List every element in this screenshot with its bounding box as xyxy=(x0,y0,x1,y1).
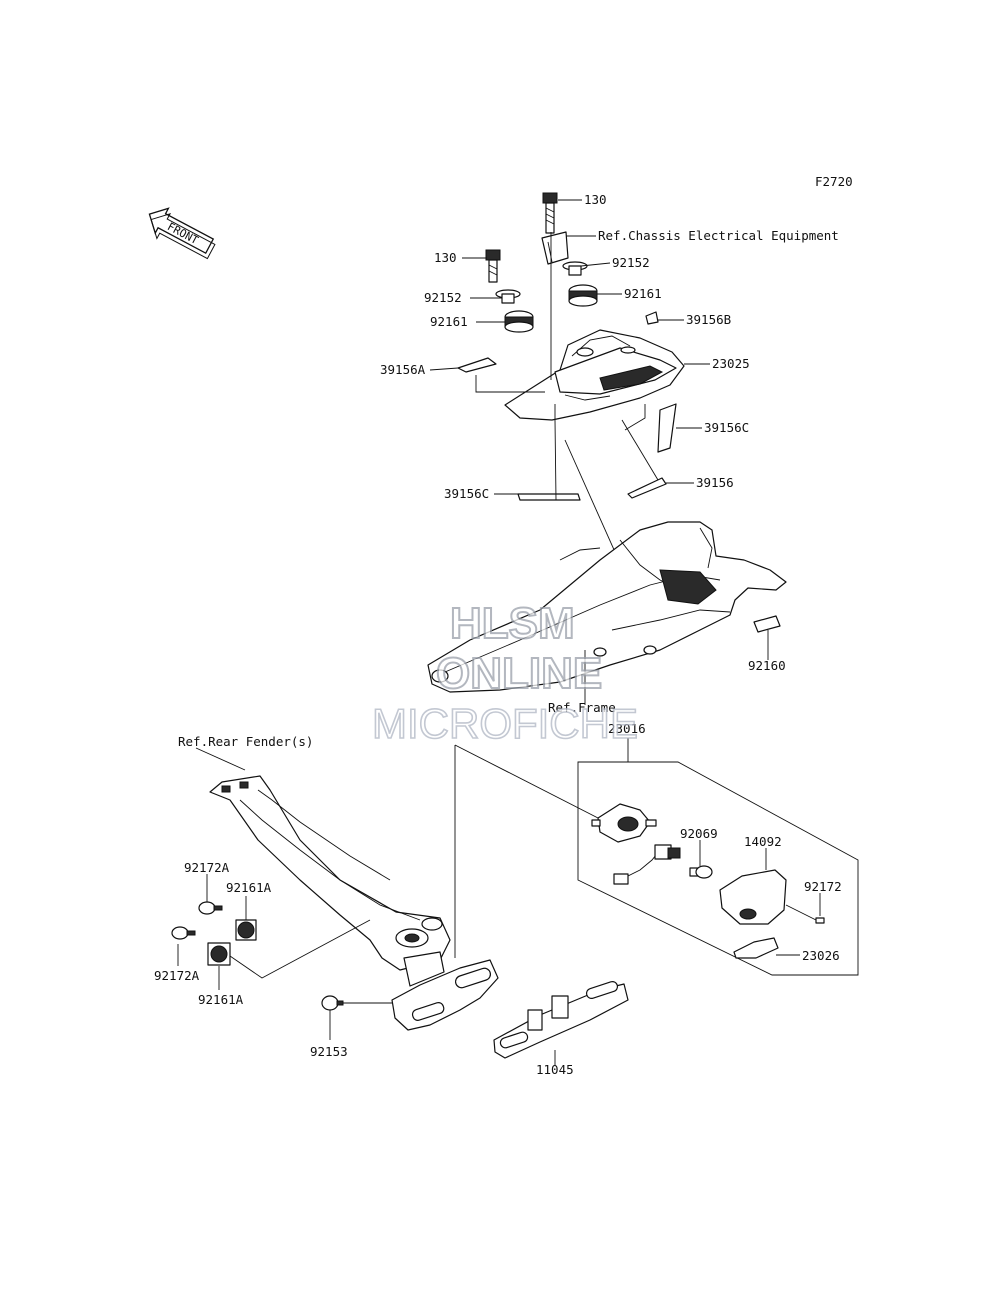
label-92152-left: 92152 xyxy=(424,290,462,305)
bracket-11045-part xyxy=(493,981,629,1059)
lamp-housing-23016-part xyxy=(591,803,657,843)
label-39156B: 39156B xyxy=(686,312,731,327)
screw-92172-part xyxy=(815,917,825,924)
bracket-ref-chassis xyxy=(541,231,569,265)
label-92152-right: 92152 xyxy=(612,255,650,270)
label-130-top: 130 xyxy=(584,192,607,207)
pad-92160-part xyxy=(753,615,781,633)
label-39156C-left: 39156C xyxy=(444,486,489,501)
label-ref-chassis: Ref.Chassis Electrical Equipment xyxy=(598,228,839,243)
label-23026: 23026 xyxy=(802,948,840,963)
watermark-line2: ONLINE xyxy=(436,649,602,698)
frame-ref xyxy=(427,521,787,693)
socket-part xyxy=(613,844,681,885)
label-92161A-top: 92161A xyxy=(226,880,272,895)
label-92069: 92069 xyxy=(680,826,718,841)
label-130-left: 130 xyxy=(434,250,457,265)
lens-23026-part xyxy=(733,937,779,959)
label-92161-right: 92161 xyxy=(624,286,662,301)
label-92160: 92160 xyxy=(748,658,786,673)
label-39156A: 39156A xyxy=(380,362,426,377)
label-14092: 14092 xyxy=(744,834,782,849)
license-bracket xyxy=(391,951,499,1031)
grommet-92161A-top-part xyxy=(235,919,257,941)
label-92161-left: 92161 xyxy=(430,314,468,329)
figure-code: F2720 xyxy=(815,174,853,189)
label-23025: 23025 xyxy=(712,356,750,371)
bulb-92069-part xyxy=(689,865,713,879)
lens-14092-part xyxy=(719,869,787,925)
grommet-92161A-bottom-part xyxy=(207,942,231,966)
label-39156C-right-part xyxy=(657,403,677,453)
label-92161A-bottom: 92161A xyxy=(198,992,244,1007)
label-39156C-left-part xyxy=(517,493,581,501)
label-39156C-right: 39156C xyxy=(704,420,749,435)
label-92153: 92153 xyxy=(310,1044,348,1059)
label-39156: 39156 xyxy=(696,475,734,490)
cover-23025 xyxy=(504,329,685,421)
screw-92153-part xyxy=(321,995,344,1011)
label-92172A-top: 92172A xyxy=(184,860,230,875)
label-39156-part xyxy=(627,477,667,499)
label-92172A-bottom: 92172A xyxy=(154,968,200,983)
label-11045: 11045 xyxy=(536,1062,574,1077)
collar-92152-right xyxy=(562,261,588,276)
label-92172: 92172 xyxy=(804,879,842,894)
grommet-92161-right xyxy=(568,284,598,307)
watermark-line3: MICROFICHE xyxy=(372,700,638,747)
collar-92152-left xyxy=(495,289,521,304)
label-39156B-part xyxy=(645,311,659,325)
label-23016: 23016 xyxy=(608,721,646,736)
screw-92172A-top-part xyxy=(198,901,223,915)
label-ref-rear-fender: Ref.Rear Fender(s) xyxy=(178,734,313,749)
bolt-130-top xyxy=(542,192,558,234)
lamp-box-23016 xyxy=(454,738,859,976)
grommet-92161-left xyxy=(504,310,534,333)
front-arrow-icon: FRONT xyxy=(148,207,216,260)
screw-92172A-bottom-part xyxy=(171,926,196,940)
rear-fender-bracket xyxy=(209,775,451,971)
watermark-line1: HLSM xyxy=(450,599,575,648)
bolt-130-left xyxy=(485,249,501,283)
label-ref-frame: Ref.Frame xyxy=(548,700,616,715)
label-39156A-part xyxy=(457,357,497,373)
